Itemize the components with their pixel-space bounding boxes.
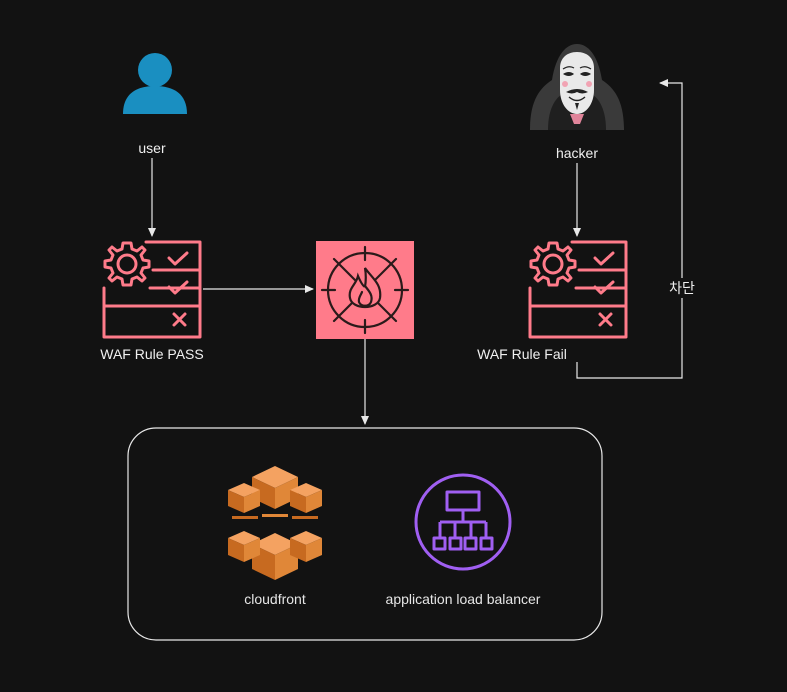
cloudfront-icon	[228, 466, 322, 580]
firewall-icon	[320, 245, 410, 335]
cloudfront-label: cloudfront	[244, 591, 306, 607]
services-container	[127, 427, 603, 641]
block-label-bg	[664, 278, 700, 298]
waf-pass-label: WAF Rule PASS	[100, 346, 203, 362]
block-label: 차단	[669, 280, 695, 296]
load-balancer-icon	[414, 473, 512, 571]
firewall-node[interactable]	[316, 241, 414, 339]
rules-checklist-icon	[528, 240, 628, 339]
alb-node[interactable]: application load balancer	[386, 473, 541, 607]
alb-label: application load balancer	[386, 591, 541, 607]
hacker-label: hacker	[556, 145, 598, 161]
hacker-node[interactable]: hacker	[530, 44, 624, 161]
user-label: user	[138, 140, 166, 156]
hacker-icon	[530, 44, 624, 130]
cloudfront-node[interactable]: cloudfront	[228, 466, 322, 607]
waf-pass-node[interactable]: WAF Rule PASS	[100, 240, 204, 362]
user-icon	[123, 53, 187, 114]
edge-waf-fail-block-loop	[576, 79, 683, 379]
connectors	[148, 79, 683, 425]
rules-checklist-icon	[102, 240, 202, 339]
waf-fail-node[interactable]: WAF Rule Fail	[477, 240, 628, 362]
user-node[interactable]: user	[123, 53, 187, 156]
waf-fail-label: WAF Rule Fail	[477, 346, 567, 362]
